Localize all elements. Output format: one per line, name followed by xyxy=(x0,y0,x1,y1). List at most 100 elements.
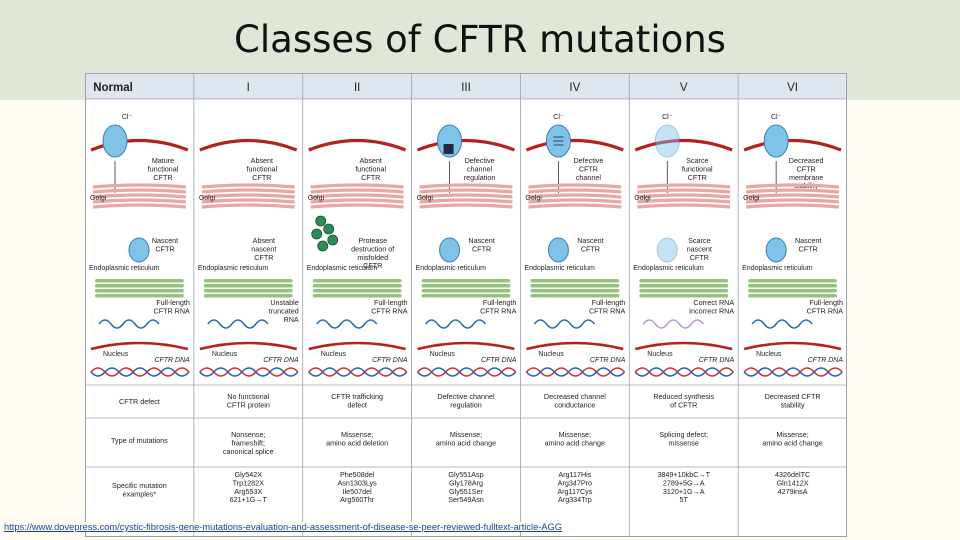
nuclear-envelope xyxy=(743,341,842,351)
mutation-type-text: Missense; xyxy=(776,430,808,439)
nascent-status-label: nascent xyxy=(687,244,712,253)
figure-canvas: NormalCl⁻MaturefunctionalCFTRGolgiNascen… xyxy=(85,73,847,537)
dna-strand xyxy=(416,367,517,377)
dna-strand xyxy=(199,367,299,377)
rna-label: CFTR RNA xyxy=(154,306,191,315)
plasma-membrane xyxy=(525,138,624,152)
rna-label: Full-length xyxy=(592,298,626,307)
nascent-status-label: Nascent xyxy=(577,236,603,245)
dna-strand xyxy=(743,367,843,377)
protein-status-label: functional xyxy=(682,164,713,173)
reference-link[interactable]: https://www.dovepress.com/cystic-fibrosi… xyxy=(4,522,563,532)
column-header: VI xyxy=(787,82,798,94)
er-membrane xyxy=(530,294,620,298)
nascent-cftr-protein xyxy=(128,237,150,263)
mutation-example-text: Arg334Trp xyxy=(558,495,592,504)
cftr-defect-text: regulation xyxy=(450,400,482,409)
golgi-stack xyxy=(746,188,840,194)
mutation-type-text: Splicing defect; xyxy=(659,430,708,439)
golgi-stack xyxy=(201,203,295,209)
mutation-example-text: 5T xyxy=(680,495,689,504)
protein-status-label: CFTR xyxy=(361,173,380,182)
nascent-status-label: CFTR xyxy=(690,253,709,262)
er-membrane xyxy=(421,279,511,283)
golgi-stack xyxy=(201,183,295,189)
nascent-status-label: nascent xyxy=(251,244,276,253)
mutation-example-text: Gly542X xyxy=(234,470,262,479)
nascent-status-label: Absent xyxy=(253,236,275,245)
dna-strand xyxy=(308,367,408,377)
er-membrane xyxy=(95,289,184,293)
nascent-cftr-protein xyxy=(547,237,569,263)
cftr-defect-text: conductance xyxy=(554,400,595,409)
golgi-stack xyxy=(310,203,404,209)
plasma-membrane xyxy=(743,138,842,152)
cftr-defect-text: Decreased CFTR xyxy=(765,392,821,401)
cftr-defect-text: CFTR protein xyxy=(227,400,270,409)
mutation-type-text: amino acid change xyxy=(762,438,822,447)
er-membrane xyxy=(312,279,402,283)
dna-strand xyxy=(199,367,299,377)
golgi-stack xyxy=(419,203,513,209)
nascent-status-label: CFTR xyxy=(581,244,600,253)
nuclear-envelope xyxy=(526,341,624,351)
column-header: Normal xyxy=(93,82,133,94)
golgi-label: Golgi xyxy=(308,195,325,202)
dna-strand xyxy=(416,367,517,377)
chloride-ion-label: Cl⁻ xyxy=(771,114,782,121)
dna-strand xyxy=(525,367,626,377)
surface-cftr-protein xyxy=(102,124,128,158)
protein-status-label: membrane xyxy=(789,173,823,182)
dna-strand xyxy=(308,367,408,377)
mutation-example-text: Phe508del xyxy=(340,470,375,479)
cftr-rna xyxy=(316,319,378,329)
protein-status-label: CFTR xyxy=(252,173,271,182)
row-label-defect: CFTR defect xyxy=(119,397,160,406)
cftr-rna xyxy=(533,319,596,329)
er-membrane xyxy=(530,284,620,288)
dna-label: CFTR DNA xyxy=(154,357,190,364)
mutation-example-text: Arg553X xyxy=(234,487,262,496)
er-membrane xyxy=(312,284,402,288)
nascent-status-label: Nascent xyxy=(795,236,821,245)
golgi-stack xyxy=(637,188,731,194)
row-label-examples: examples* xyxy=(123,489,157,498)
gate-block xyxy=(443,144,454,154)
mutation-example-text: 4326delTC xyxy=(775,470,810,479)
mutation-example-text: 3120+1G→A xyxy=(663,487,705,496)
plasma-membrane xyxy=(199,138,298,152)
surface-cftr-protein xyxy=(763,124,789,158)
slide-title: Classes of CFTR mutations xyxy=(234,18,726,61)
mutation-example-text: Arg117Cys xyxy=(557,487,592,496)
dna-strand xyxy=(634,367,734,377)
mutation-type-text: frameshift; xyxy=(232,438,266,447)
golgi-stack xyxy=(746,203,840,209)
golgi-stack xyxy=(310,198,404,204)
nascent-status-label: destruction of xyxy=(351,244,394,253)
protein-status-label: Absent xyxy=(360,156,382,165)
golgi-stack xyxy=(419,198,513,204)
protein-status-label: functional xyxy=(355,164,386,173)
er-membrane xyxy=(530,279,620,283)
nucleus-label: Nucleus xyxy=(647,351,673,358)
dna-label: CFTR DNA xyxy=(481,357,517,364)
golgi-stack xyxy=(637,198,731,204)
golgi-label: Golgi xyxy=(525,195,542,202)
protease-particle xyxy=(327,234,339,246)
er-membrane xyxy=(639,284,729,288)
mutation-example-text: 2789+5G→A xyxy=(663,478,705,487)
column-header: I xyxy=(247,82,250,94)
rna-label: Unstable xyxy=(270,298,298,307)
nascent-status-label: misfolded xyxy=(357,253,388,262)
rna-label: Correct RNA xyxy=(693,298,734,307)
nuclear-envelope xyxy=(308,341,406,351)
mutation-type-text: missense xyxy=(669,438,699,447)
er-membrane xyxy=(312,289,402,293)
mutation-example-text: Arg560Thr xyxy=(340,495,375,504)
dna-strand xyxy=(525,367,626,377)
rna-label: Full-length xyxy=(156,298,190,307)
cftr-rna xyxy=(207,319,269,329)
er-membrane xyxy=(748,284,837,288)
golgi-stack xyxy=(528,183,622,189)
protein-status-label: CFTR xyxy=(797,164,816,173)
